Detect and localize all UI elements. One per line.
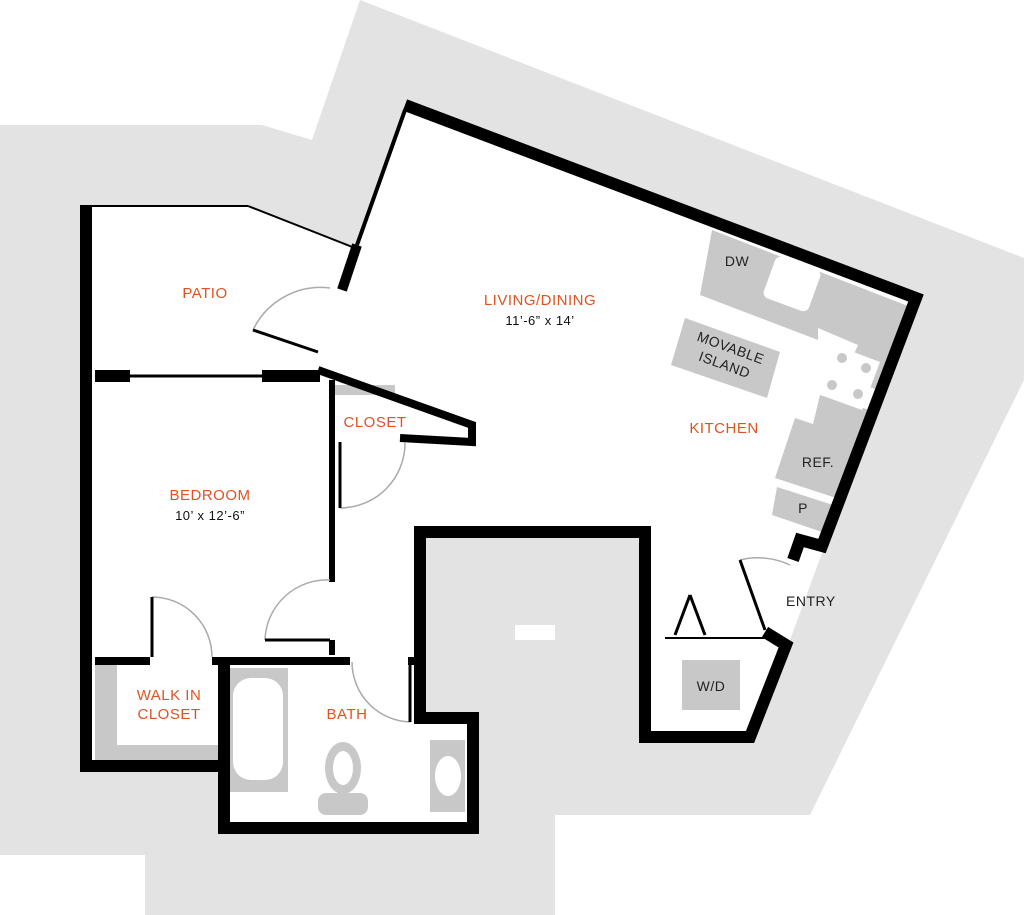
exterior-notch [515,625,555,640]
label-bedroom: BEDROOM [169,487,250,504]
label-pantry: P [798,500,808,516]
label-living: LIVING/DINING [484,292,596,309]
label-walkin-2: CLOSET [137,706,200,723]
label-walkin-1: WALK IN [137,687,202,704]
refrigerator [775,418,855,498]
stove [815,343,880,410]
fixtures [95,230,908,815]
movable-island [671,318,780,398]
label-closet: CLOSET [343,414,406,431]
label-living-dim: 11’-6” x 14’ [505,313,574,328]
pantry [772,487,833,532]
label-bedroom-dim: 10’ x 12’-6” [175,508,245,523]
label-entry: ENTRY [786,593,836,609]
label-kitchen: KITCHEN [689,420,758,437]
walkin-shelf-left [95,662,117,767]
washer-dryer [682,660,740,710]
door-leaves [150,328,767,722]
label-bath: BATH [327,706,368,723]
label-ref: REF. [802,454,834,470]
sink [763,256,821,312]
label-wd: W/D [697,678,726,694]
label-patio: PATIO [182,285,227,302]
door-swings [151,286,791,723]
label-dw: DW [725,253,750,269]
walls [80,99,924,834]
